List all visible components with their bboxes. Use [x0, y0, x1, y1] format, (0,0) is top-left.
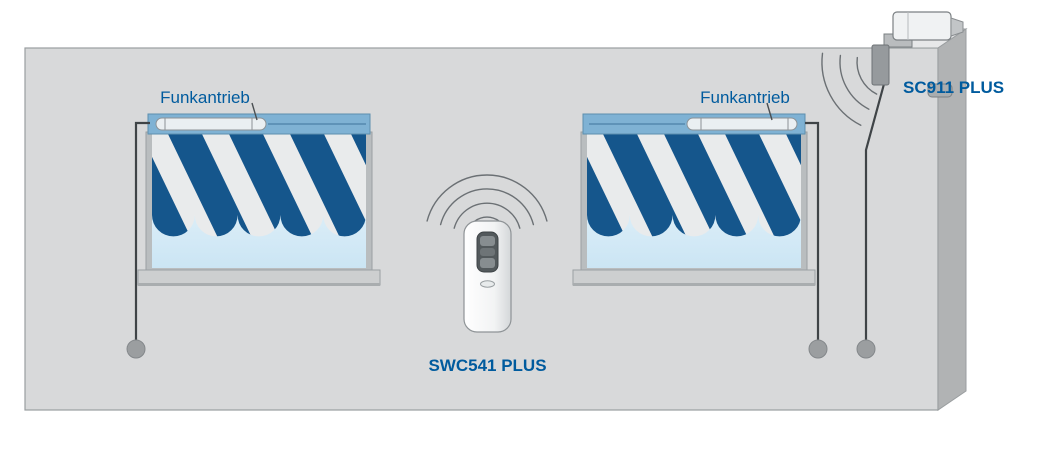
remote-led [480, 280, 495, 288]
sensor-radio-waves-icon [821, 52, 878, 126]
wire-end-dots [126, 339, 876, 359]
sensor-wire [864, 83, 886, 342]
sensor-wire-dot [856, 339, 876, 359]
window-sill-shadow [573, 283, 815, 286]
tube-motor [155, 117, 366, 131]
right-motor-wire [805, 121, 820, 342]
left-label-pointer-line [251, 102, 258, 121]
label-pointers [251, 102, 773, 121]
remote-body [463, 220, 512, 333]
wiring [134, 83, 886, 342]
remote-button-up [480, 236, 495, 246]
sensor-model-label: SC911 PLUS [903, 78, 1005, 97]
tube-motor [589, 117, 798, 131]
wall-side-face [937, 28, 967, 411]
sensor-bracket-plate [871, 44, 890, 86]
remote-model-label: SWC541 PLUS [428, 356, 547, 375]
remote-control [426, 174, 548, 333]
sensor-body [892, 11, 952, 41]
window-sill [137, 269, 381, 286]
sensor-nose [950, 17, 964, 37]
right-wire-dot [808, 339, 828, 359]
window-sill [572, 269, 816, 286]
awning-stripes [587, 134, 802, 237]
right-label-pointer-line [766, 102, 773, 121]
awning [587, 134, 802, 237]
left-wire-dot [126, 339, 146, 359]
awning [152, 134, 367, 237]
right-awning-window [572, 113, 816, 286]
left-drive-label: Funkantrieb [160, 88, 250, 107]
remote-button-down [480, 258, 495, 268]
remote-button-stop [480, 248, 495, 256]
awning-stripes [152, 134, 367, 237]
left-motor-wire [134, 121, 150, 342]
wind-sensor [821, 11, 964, 126]
sensor-foot [927, 83, 953, 98]
left-awning-window [137, 113, 381, 286]
window-sill-shadow [138, 283, 380, 286]
right-drive-label: Funkantrieb [700, 88, 790, 107]
